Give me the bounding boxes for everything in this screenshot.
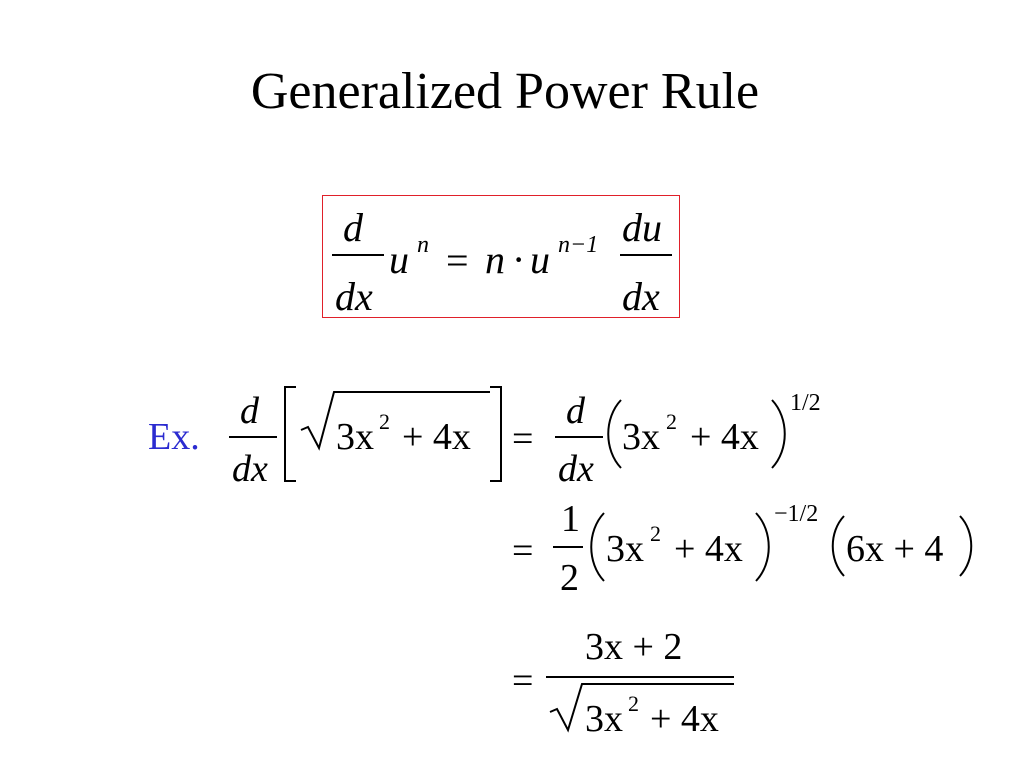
ex1-frac-bar (229, 436, 277, 438)
ex2-factor-left-paren (831, 515, 845, 577)
ex1-radicand-plus-4x: + 4x (402, 416, 471, 458)
ex1-inner-3x: 3x (622, 416, 660, 458)
ex2-right-paren (755, 512, 770, 582)
ex2-factor-right-paren (959, 515, 973, 577)
rule-dot: · (512, 237, 526, 282)
ex2-inner-square: 2 (650, 521, 661, 546)
ex2-equals: = (512, 530, 534, 572)
ex3-equals: = (512, 660, 534, 702)
ex1-inner-plus-4x: + 4x (690, 416, 759, 458)
ex3-numerator: 3x + 2 (585, 626, 683, 668)
ex1-exponent: 1/2 (790, 390, 821, 416)
ex2-frac-bar (553, 546, 583, 548)
rule-d: d (343, 205, 363, 250)
rule-u: u (389, 237, 409, 282)
rule-dx-2: dx (622, 274, 660, 319)
ex1-right-paren (771, 399, 786, 469)
ex1-radical-sign (300, 391, 490, 451)
ex2-inner-plus-4x: + 4x (674, 528, 743, 570)
ex1-radicand-3x: 3x (336, 416, 374, 458)
ex2-exponent: −1/2 (774, 501, 819, 527)
ex1-d: d (240, 390, 259, 432)
ex3-radicand-square: 2 (628, 691, 639, 716)
ex2-denominator: 2 (560, 557, 579, 599)
ex1-inner-square: 2 (666, 409, 677, 434)
rule-equals: = (446, 238, 469, 283)
rule-u-2: u (530, 237, 550, 282)
rule-exponent-n-minus-1: n−1 (558, 232, 599, 258)
ex1-left-bracket (284, 386, 296, 482)
rule-n: n (485, 237, 505, 282)
ex1-radicand-square: 2 (379, 409, 390, 434)
ex3-radicand-3x: 3x (585, 698, 623, 740)
ex1-right-bracket (490, 386, 502, 482)
ex1-dx: dx (232, 448, 268, 490)
ex2-numerator: 1 (561, 498, 580, 540)
ex3-frac-bar (546, 676, 734, 678)
rule-frac-bar-1 (332, 254, 384, 256)
rule-box (322, 195, 680, 318)
rule-dx: dx (335, 274, 373, 319)
example-label: Ex. (148, 416, 200, 458)
ex3-radicand-plus-4x: + 4x (650, 698, 719, 740)
ex3-radical-sign (549, 683, 734, 733)
ex1-frac-bar-2 (555, 436, 603, 438)
slide-title: Generalized Power Rule (250, 63, 760, 120)
rule-exponent-n: n (417, 232, 429, 258)
ex2-inner-3x: 3x (606, 528, 644, 570)
ex2-factor: 6x + 4 (846, 528, 944, 570)
ex1-equals: = (512, 418, 534, 460)
rule-du: du (622, 205, 662, 250)
ex1-d-2: d (566, 390, 585, 432)
ex2-left-paren (590, 512, 605, 582)
rule-frac-bar-2 (620, 254, 672, 256)
ex1-left-paren (607, 399, 622, 469)
ex1-dx-2: dx (558, 448, 594, 490)
